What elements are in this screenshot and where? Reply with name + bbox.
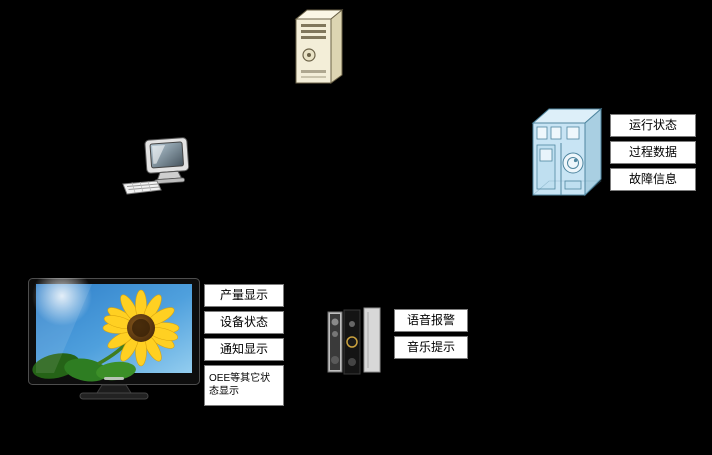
tv-icon xyxy=(28,278,200,404)
machine-label-process-data: 过程数据 xyxy=(610,141,696,164)
tv-label-equipment-status: 设备状态 xyxy=(204,311,284,334)
tv-label-oee-status-display: OEE等其它状态显示 xyxy=(204,365,284,406)
speaker-label-voice-alarm: 语音报警 xyxy=(394,309,468,332)
speaker-label-music-prompt: 音乐提示 xyxy=(394,336,468,359)
machine-label-fault-info: 故障信息 xyxy=(610,168,696,191)
machine-icon xyxy=(527,101,607,201)
tv-label-notice-display: 通知显示 xyxy=(204,338,284,361)
workstation-icon xyxy=(120,136,198,200)
machine-label-running-status: 运行状态 xyxy=(610,114,696,137)
speakers-icon xyxy=(324,304,386,380)
server-icon xyxy=(290,6,348,88)
tv-label-output-display: 产量显示 xyxy=(204,284,284,307)
